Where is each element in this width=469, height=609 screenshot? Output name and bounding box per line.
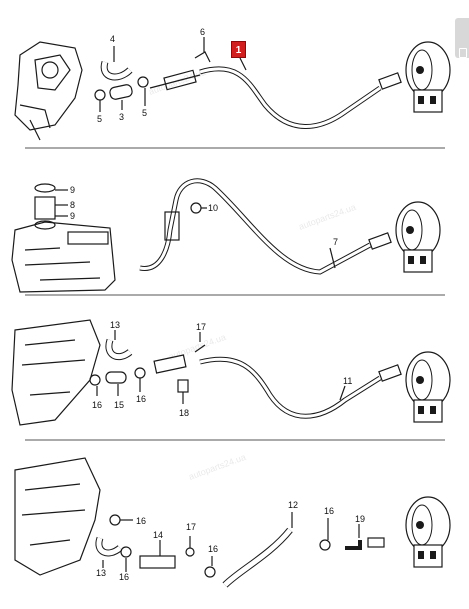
callout-label: 16 [208,544,218,554]
panel-4-labels: 16 14 17 13 16 16 12 16 19 [96,500,365,582]
callout-label: 14 [153,530,163,540]
callout-label: 9 [70,211,75,221]
side-panel-tab[interactable] [455,18,469,58]
watermark: autoparts24.ua [297,202,357,232]
callout-label: 10 [208,203,218,213]
callout-label: 16 [92,400,102,410]
callout-label: 16 [136,394,146,404]
panel-1-labels: 4 6 5 3 5 [97,27,205,124]
panel-4 [14,457,385,588]
callout-label: 16 [324,506,334,516]
brake-booster [405,496,451,568]
callout-label: 5 [97,114,102,124]
brake-booster [405,351,451,423]
callout-label: 16 [119,572,129,582]
callout-label: 13 [110,320,120,330]
highlighted-callout-1[interactable]: 1 [231,41,246,58]
callout-label: 16 [136,516,146,526]
panel-2 [11,178,392,293]
window-icon [459,48,467,58]
callout-label: 17 [186,522,196,532]
watermark: autoparts24.ua [147,67,207,97]
callout-label: 12 [288,500,298,510]
brake-booster [405,41,451,113]
callout-label: 7 [333,237,338,247]
brake-booster [395,201,441,273]
callout-label: 17 [196,322,206,332]
callout-label: 11 [343,376,352,386]
callout-label: 9 [70,185,75,195]
callout-label: 19 [355,514,365,524]
callout-label: 13 [96,568,106,578]
callout-label: 15 [114,400,124,410]
watermark-group: autoparts24.ua autoparts24.ua autoparts2… [147,67,357,482]
callout-label: 6 [200,27,205,37]
panel-3 [11,319,402,426]
panel-1 [14,37,402,141]
callout-label: 5 [142,108,147,118]
panel-2-labels: 9 8 9 10 7 [70,185,338,247]
callout-label: 3 [119,112,124,122]
callout-label: 4 [110,34,115,44]
panel-3-labels: 13 17 16 15 16 18 11 [92,320,352,418]
watermark: autoparts24.ua [187,452,247,482]
callout-label: 8 [70,200,75,210]
callout-label: 18 [179,408,189,418]
